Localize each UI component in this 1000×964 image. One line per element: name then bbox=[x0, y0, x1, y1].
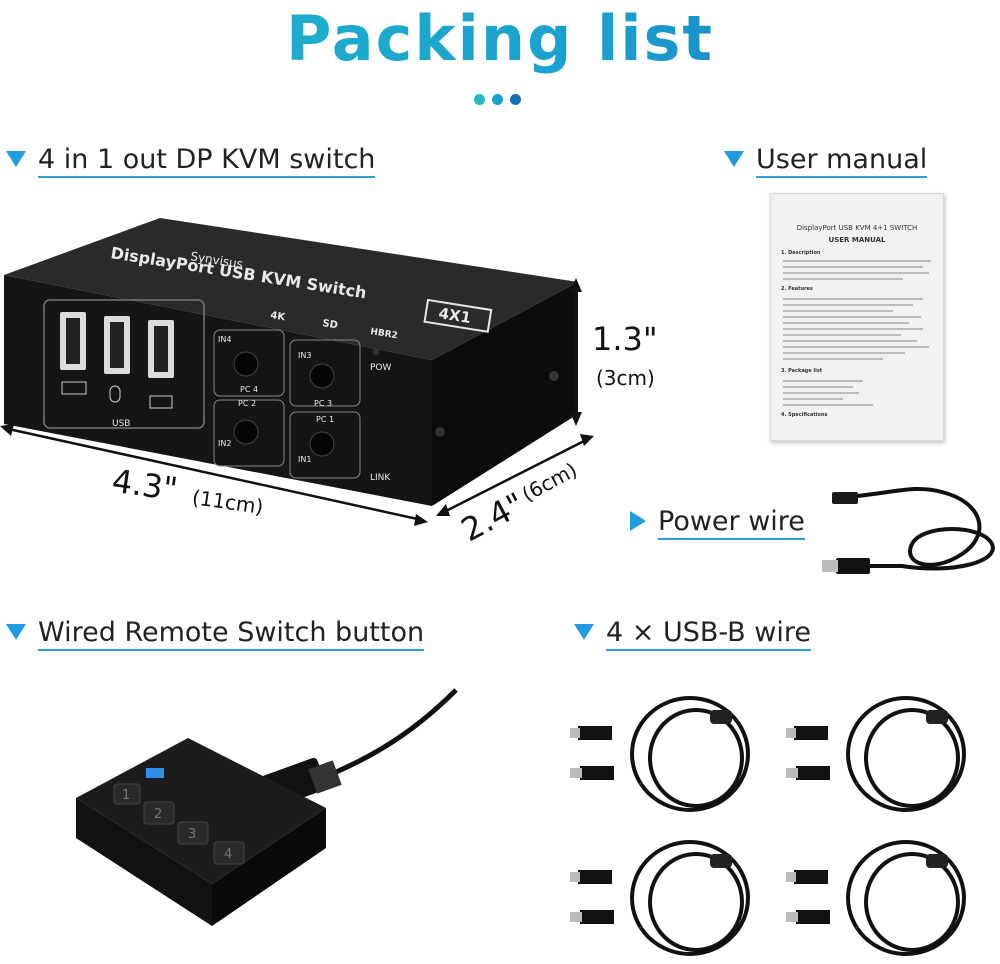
height-cm: (3cm) bbox=[596, 366, 655, 390]
remote-key-4-label: 4 bbox=[224, 847, 232, 862]
arrow-down-icon bbox=[6, 150, 26, 167]
pc2-button bbox=[233, 419, 259, 445]
dot-2 bbox=[492, 94, 503, 105]
usb-b-wire-3 bbox=[570, 840, 750, 956]
manual-section-1: 1. Description bbox=[781, 250, 821, 256]
remote-key-2-label: 2 bbox=[154, 807, 162, 822]
pc3-label: PC 3 bbox=[314, 399, 332, 408]
label-remote-text: Wired Remote Switch button bbox=[38, 617, 425, 651]
remote-key-3 bbox=[177, 821, 209, 845]
pc4-button bbox=[233, 351, 259, 377]
label-user-manual: User manual bbox=[724, 144, 928, 178]
remote-keys bbox=[113, 768, 245, 865]
label-power-wire: Power wire bbox=[630, 506, 805, 540]
pc4-label: PC 4 bbox=[240, 385, 258, 394]
label-usb-b-text: 4 × USB-B wire bbox=[606, 617, 811, 651]
arrow-down-icon bbox=[6, 623, 26, 640]
manual-title: DisplayPort USB KVM 4+1 SWITCH bbox=[796, 224, 918, 232]
mouse-icon bbox=[109, 385, 121, 403]
pc1-button bbox=[309, 431, 335, 457]
side-port bbox=[549, 371, 559, 381]
label-power-wire-text: Power wire bbox=[658, 506, 805, 540]
in4-label: IN4 bbox=[218, 335, 231, 344]
dc-plug bbox=[832, 492, 858, 504]
label-kvm-switch: 4 in 1 out DP KVM switch bbox=[6, 144, 376, 178]
pc3-box bbox=[289, 339, 361, 407]
model-text: 4X1 bbox=[437, 304, 472, 327]
manual-section-4: 4. Specifications bbox=[781, 412, 828, 418]
remote-key-1-label: 1 bbox=[122, 788, 130, 803]
usb-label: USB bbox=[112, 419, 130, 429]
label-user-manual-text: User manual bbox=[756, 144, 928, 178]
arrow-down-icon bbox=[724, 150, 744, 167]
in1-label: IN1 bbox=[298, 455, 311, 464]
usb-b-wire-2 bbox=[786, 696, 966, 812]
keyboard-icon bbox=[61, 381, 87, 395]
usb-b-wires-image bbox=[570, 696, 966, 956]
kvm-switch-image: Synvisus DisplayPort USB KVM Switch 4X1 … bbox=[4, 218, 578, 506]
manual-subtitle: USER MANUAL bbox=[828, 236, 886, 244]
usb-a-plug bbox=[836, 558, 870, 574]
manual-section-3: 3. Package list bbox=[781, 368, 823, 374]
label-kvm-switch-text: 4 in 1 out DP KVM switch bbox=[38, 144, 376, 178]
page-title: Packing list bbox=[0, 2, 1000, 75]
arrow-down-icon bbox=[574, 623, 594, 640]
pc4-box bbox=[213, 329, 285, 397]
power-wire-image bbox=[822, 486, 995, 574]
user-manual-image: DisplayPort USB KVM 4+1 SWITCH USER MANU… bbox=[770, 193, 944, 441]
usb-b-wire-1 bbox=[570, 696, 750, 812]
remote-key-3-label: 3 bbox=[188, 827, 196, 842]
pc1-label: PC 1 bbox=[316, 415, 334, 424]
in3-label: IN3 bbox=[298, 351, 311, 360]
pow-label: POW bbox=[370, 363, 392, 373]
remote-key-4 bbox=[213, 841, 245, 865]
model-box bbox=[423, 298, 493, 333]
label-remote: Wired Remote Switch button bbox=[6, 617, 425, 651]
dot-1 bbox=[474, 94, 485, 105]
link-label: LINK bbox=[370, 473, 391, 483]
remote-key-1 bbox=[113, 783, 141, 805]
pc3-button bbox=[309, 363, 335, 389]
height-inches: 1.3" bbox=[592, 320, 658, 358]
badge-sd: SD bbox=[322, 318, 339, 331]
dot-3 bbox=[510, 94, 521, 105]
label-usb-b: 4 × USB-B wire bbox=[574, 617, 811, 651]
printer-icon bbox=[149, 395, 173, 409]
badge-4k: 4K bbox=[270, 310, 287, 323]
badge-hbr: HBR2 bbox=[370, 327, 399, 341]
arrow-right-icon bbox=[630, 510, 646, 531]
remote-key-2 bbox=[143, 801, 175, 825]
remote-led bbox=[146, 768, 164, 778]
manual-section-2: 2. Features bbox=[781, 286, 813, 292]
remote-switch-image: 1 2 3 4 bbox=[76, 688, 458, 926]
pc2-label: PC 2 bbox=[238, 399, 256, 408]
in2-label: IN2 bbox=[218, 439, 231, 448]
usb-b-wire-4 bbox=[786, 840, 966, 956]
